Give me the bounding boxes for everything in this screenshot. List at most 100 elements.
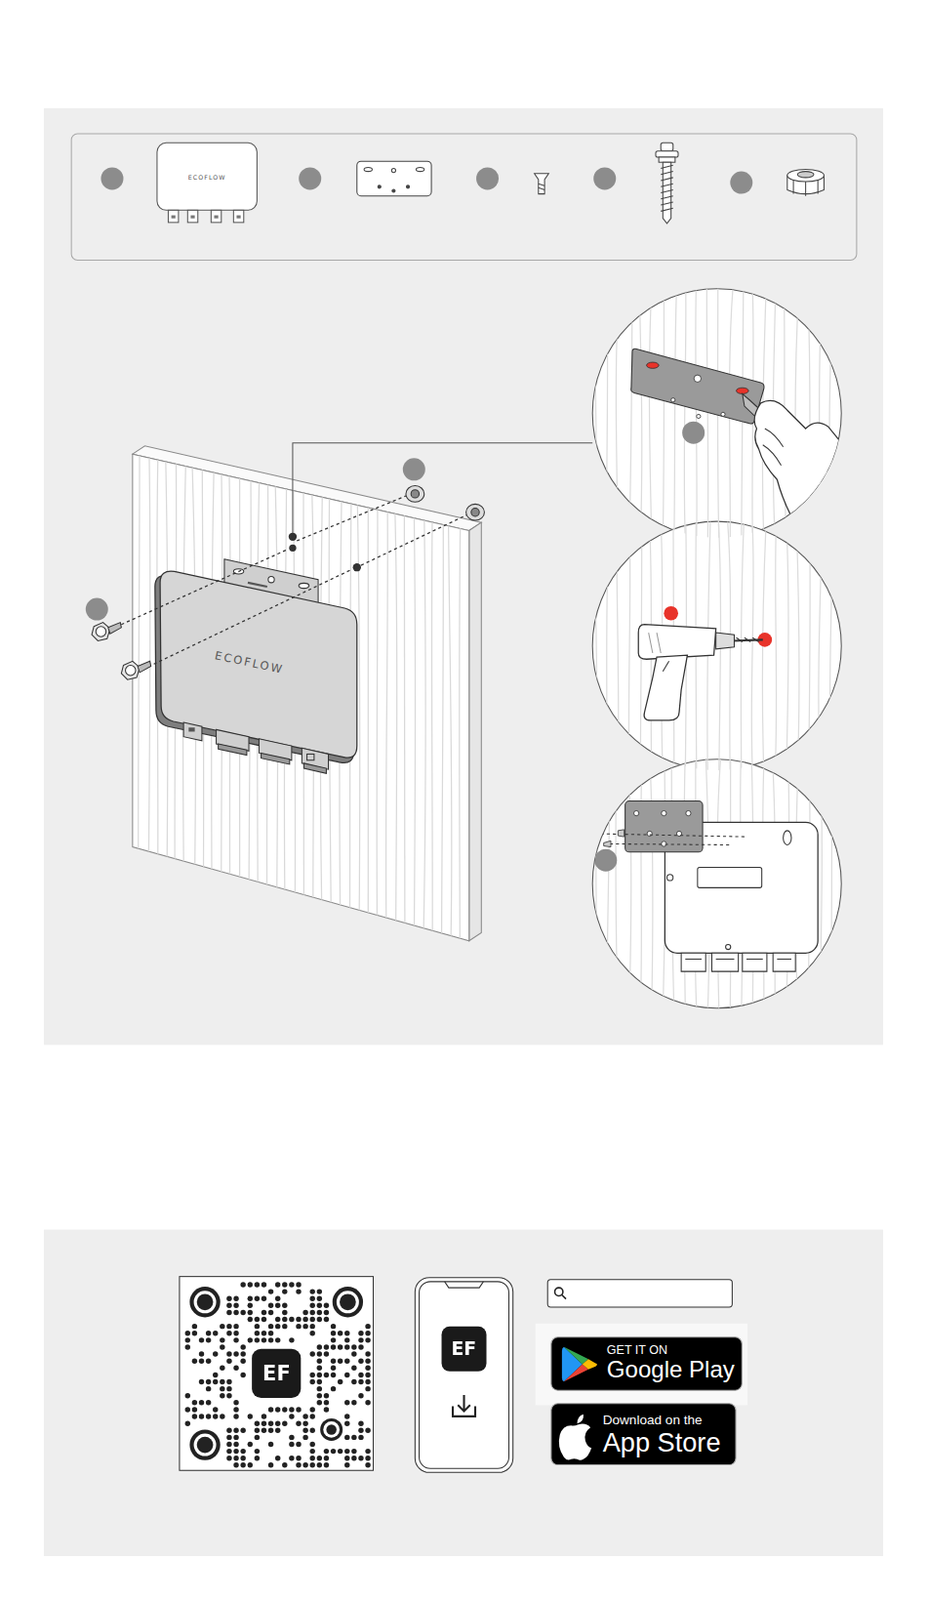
grain-line [412, 438, 416, 949]
qr-dot [302, 1316, 308, 1322]
store-badge: Download on theApp Store [550, 1402, 736, 1465]
qr-dot [317, 1461, 323, 1467]
qr-dot [275, 1427, 281, 1433]
grain-line [830, 757, 833, 1010]
qr-dot [247, 1336, 253, 1342]
qr-dot [268, 1302, 274, 1308]
qr-dot [317, 1392, 323, 1398]
qr-dot [226, 1385, 232, 1391]
qr-dot [288, 1281, 294, 1287]
qr-dot [295, 1454, 301, 1460]
grain-line [431, 438, 434, 949]
grain-line [442, 438, 444, 949]
grain-line [367, 438, 370, 949]
qr-dot [310, 1371, 316, 1377]
qr-dot [268, 1427, 274, 1433]
qr-dot [364, 1448, 370, 1453]
qr-dot [261, 1309, 267, 1315]
apple-logo [559, 1413, 592, 1460]
qr-dot [240, 1350, 245, 1356]
marking-step [631, 348, 847, 541]
qr-dot [302, 1323, 308, 1329]
qr-dot [364, 1399, 370, 1405]
qr-dot [226, 1378, 232, 1384]
qr-dot [310, 1302, 316, 1308]
qr-dot [364, 1371, 370, 1377]
qr-dot [295, 1316, 301, 1322]
grain-line [819, 285, 823, 541]
qr-dot [261, 1336, 267, 1342]
qr-dot [323, 1316, 329, 1322]
qr-dot [302, 1419, 308, 1425]
qr-dot [337, 1378, 343, 1384]
part-device [157, 142, 257, 223]
qr-dot [288, 1454, 294, 1460]
qr-dot [302, 1309, 308, 1315]
grain-line [796, 518, 800, 773]
qr-dot [364, 1357, 370, 1363]
grain-line [615, 285, 619, 541]
qr-dot [344, 1461, 350, 1467]
detail-circle [592, 288, 842, 1008]
qr-dot [261, 1427, 267, 1433]
qr-dot [344, 1336, 350, 1342]
qr-dot [233, 1434, 239, 1440]
inverter-device [155, 570, 358, 763]
qr-dot [261, 1412, 267, 1418]
qr-dot [192, 1357, 198, 1363]
qr-dot [310, 1454, 316, 1460]
qr-dot [192, 1412, 198, 1418]
qr-dot [317, 1316, 323, 1322]
qr-dot [317, 1302, 323, 1308]
qr-dot [219, 1336, 225, 1342]
qr-dot [351, 1365, 357, 1371]
grain-line [606, 518, 610, 773]
qr-dot [288, 1434, 294, 1440]
qr-dot [364, 1350, 370, 1356]
qr-dot [310, 1309, 316, 1315]
qr-dot [212, 1406, 218, 1411]
grain-line [819, 757, 822, 1010]
qr-dot [323, 1454, 329, 1460]
qr-dot [344, 1371, 350, 1377]
qr-dot [364, 1385, 370, 1391]
qr-dot [247, 1281, 253, 1287]
grain-line [628, 518, 630, 773]
qr-dot [247, 1309, 253, 1315]
qr-dot [268, 1406, 274, 1411]
qr-dot [275, 1295, 281, 1301]
grain-line [594, 518, 598, 773]
part-long-screw [655, 142, 679, 224]
qr-dot [205, 1399, 211, 1405]
qr-dot [358, 1371, 363, 1377]
qr-dot [185, 1330, 191, 1335]
board-side [469, 522, 483, 941]
app-logo [442, 1326, 487, 1371]
qr-dot [364, 1461, 370, 1467]
qr-dot [288, 1441, 294, 1447]
qr-dot [323, 1350, 329, 1356]
qr-dot [212, 1371, 218, 1377]
qr-dot [212, 1412, 218, 1418]
qr-dot [226, 1302, 232, 1308]
qr-dot [268, 1441, 274, 1447]
qr-dot [219, 1323, 225, 1329]
qr-dot [364, 1336, 370, 1342]
qr-dot [268, 1336, 274, 1342]
qr-dot [364, 1427, 370, 1433]
qr-dot [199, 1350, 204, 1356]
qr-dot [317, 1371, 323, 1377]
qr-dot [351, 1434, 357, 1440]
qr-dot [330, 1448, 336, 1453]
grain-line [807, 285, 810, 541]
qr-dot [261, 1419, 267, 1425]
qr-dot [185, 1392, 191, 1398]
qr-dot [302, 1412, 308, 1418]
qr-dot [268, 1323, 274, 1329]
grain-line [808, 518, 810, 773]
drill-holes [288, 532, 362, 572]
grain-line [605, 285, 607, 541]
qr-dot [295, 1441, 301, 1447]
wall-board [132, 453, 470, 941]
